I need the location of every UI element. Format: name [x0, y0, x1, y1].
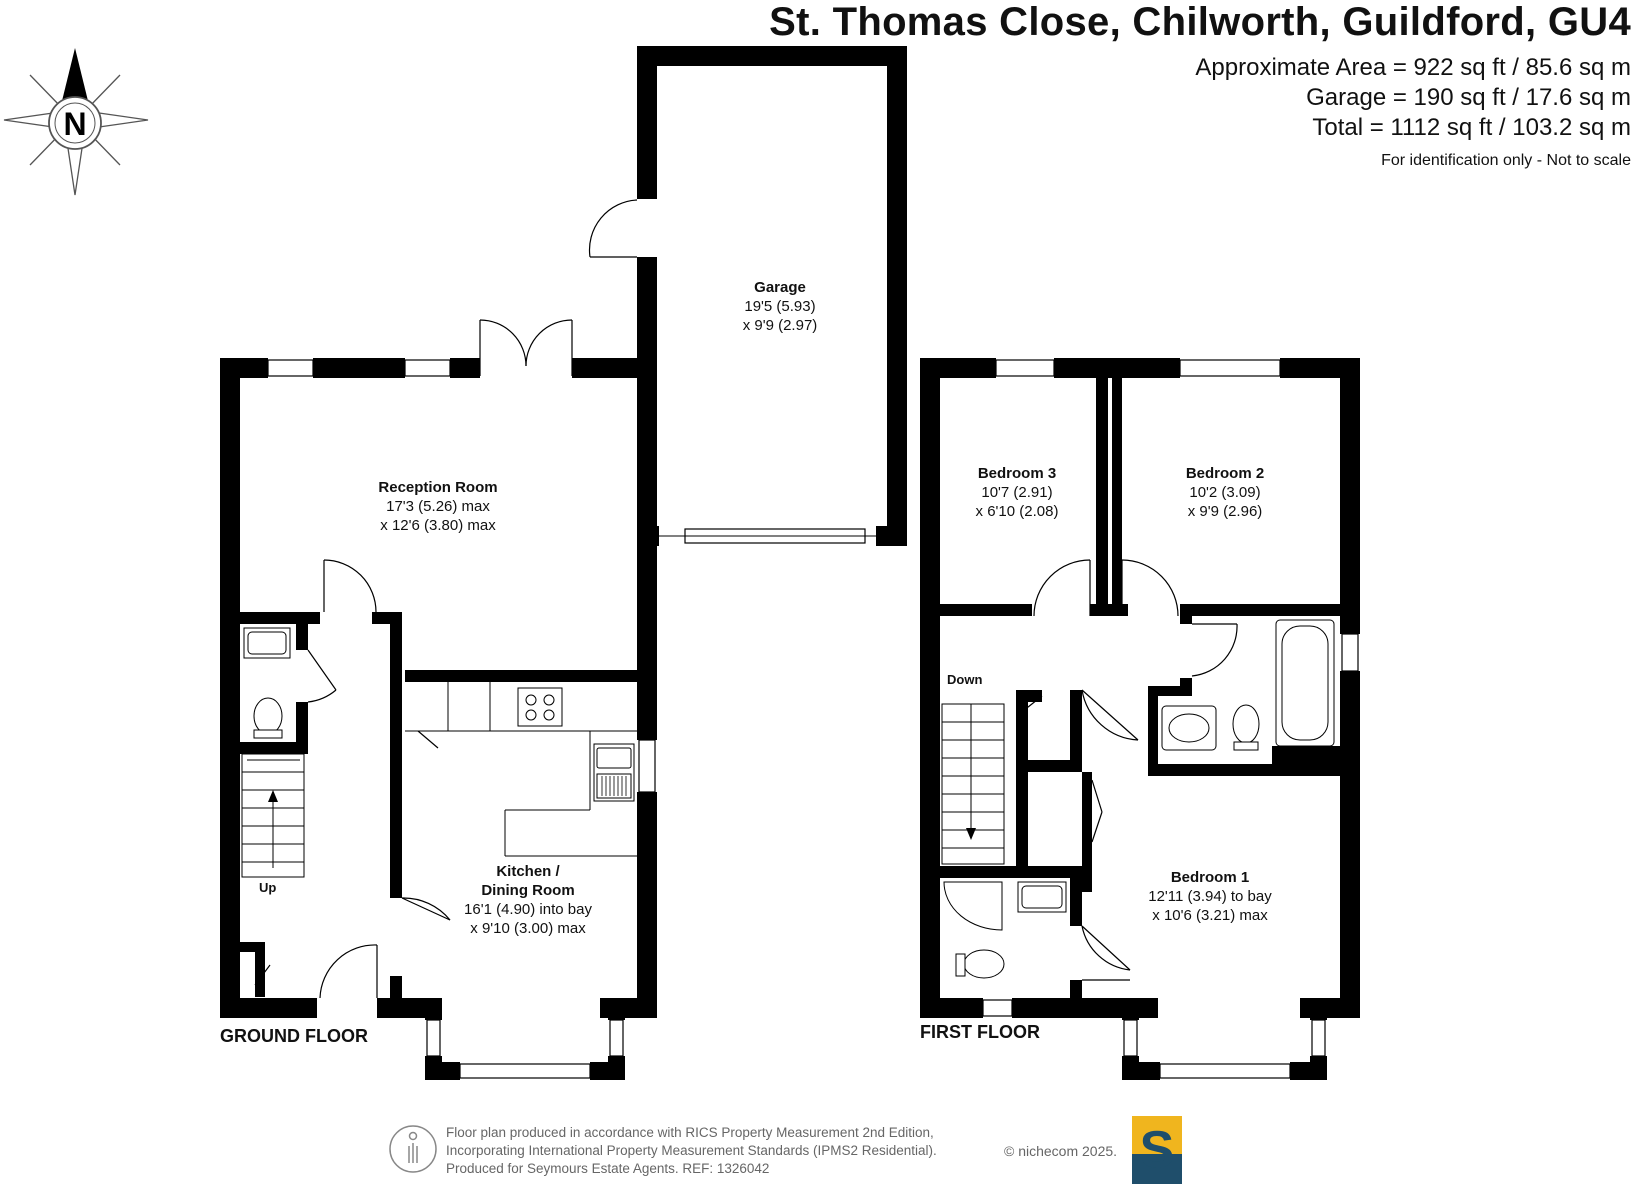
- property-title: St. Thomas Close, Chilworth, Guildford, …: [769, 0, 1631, 44]
- sink-drainer: [601, 776, 627, 796]
- ground-floor-label: GROUND FLOOR: [220, 1026, 368, 1046]
- ground-floor-doors: [254, 199, 638, 999]
- room-dimension: x 12'6 (3.80) max: [380, 517, 496, 534]
- room-name: Garage: [754, 279, 806, 296]
- room-dimension: 12'11 (3.94) to bay: [1148, 888, 1272, 905]
- copyright-text: © nichecom 2025.: [1004, 1143, 1118, 1159]
- footer-line: Floor plan produced in accordance with R…: [446, 1125, 934, 1140]
- room-name: Bedroom 2: [1185, 465, 1265, 482]
- identification-note: For identification only - Not to scale: [1381, 152, 1631, 169]
- room-label-garage: Garage 19'5 (5.93) x 9'9 (2.97): [743, 278, 818, 335]
- kitchen-fixtures: [405, 682, 637, 857]
- room-label-bedroom-3: Bedroom 3 10'7 (2.91) x 6'10 (2.08): [976, 464, 1059, 521]
- room-dimension: 16'1 (4.90) into bay: [464, 901, 592, 918]
- first-floor-label: FIRST FLOOR: [920, 1022, 1040, 1042]
- logo-letter: S: [1139, 1121, 1175, 1179]
- room-dimension: x 10'6 (3.21) max: [1152, 907, 1268, 924]
- first-floor-windows: [982, 359, 1359, 1079]
- ensuite-fixtures: [943, 881, 1067, 979]
- room-dimension: x 6'10 (2.08): [975, 503, 1059, 520]
- room-dimension: 19'5 (5.93): [744, 298, 816, 315]
- wc-fixtures: [243, 627, 291, 739]
- bathroom-fixtures: [1161, 619, 1335, 751]
- room-label-kitchen: Kitchen / Dining Room 16'1 (4.90) into b…: [464, 862, 592, 938]
- room-dimension: x 9'9 (2.96): [1187, 503, 1263, 520]
- room-label-bedroom-1: Bedroom 1 12'11 (3.94) to bay x 10'6 (3.…: [1148, 868, 1272, 925]
- first-floor-stairs: [941, 703, 1005, 865]
- compass-north-icon: [3, 48, 149, 196]
- room-dimension: x 9'9 (2.97): [742, 317, 818, 334]
- room-dimension: 10'7 (2.91): [981, 484, 1053, 501]
- seymours-logo: S: [1132, 1116, 1182, 1184]
- ground-floor-walls: [220, 46, 907, 1080]
- compass-label: N: [63, 106, 86, 142]
- footer-disclaimer: Floor plan produced in accordance with R…: [446, 1124, 937, 1178]
- ground-stairs: [241, 753, 305, 878]
- room-dimension: 10'2 (3.09): [1189, 484, 1261, 501]
- footer-line: Incorporating International Property Mea…: [446, 1143, 937, 1158]
- room-label-bedroom-2: Bedroom 2 10'2 (3.09) x 9'9 (2.96): [1186, 464, 1264, 521]
- room-dimension: 17'3 (5.26) max: [386, 498, 490, 515]
- room-name: Kitchen /: [496, 863, 560, 880]
- first-floor-walls: [920, 358, 1360, 1080]
- total-area: Total = 1112 sq ft / 103.2 sq m: [1312, 114, 1631, 141]
- footer-line: Produced for Seymours Estate Agents. REF…: [446, 1161, 770, 1176]
- stairs-up-label: Up: [259, 880, 277, 895]
- room-name: Reception Room: [378, 479, 498, 496]
- room-name: Bedroom 1: [1170, 869, 1250, 886]
- room-dimension: x 9'10 (3.00) max: [470, 920, 586, 937]
- first-floor-doors: [1017, 559, 1238, 981]
- ground-floor-windows: [267, 359, 866, 1079]
- room-name: Bedroom 3: [977, 465, 1057, 482]
- garage-area: Garage = 190 sq ft / 17.6 sq m: [1306, 84, 1631, 111]
- room-name: Dining Room: [481, 882, 575, 899]
- stairs-down-label: Down: [947, 672, 983, 687]
- room-label-reception: Reception Room 17'3 (5.26) max x 12'6 (3…: [378, 478, 497, 535]
- info-person-icon: [389, 1125, 437, 1173]
- approximate-area: Approximate Area = 922 sq ft / 85.6 sq m: [1195, 54, 1631, 81]
